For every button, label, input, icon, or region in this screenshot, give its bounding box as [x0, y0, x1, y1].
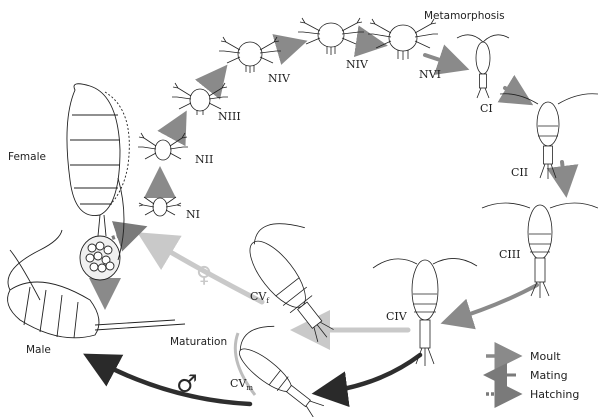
label-maturation: Maturation [170, 336, 227, 348]
copepodite-c1 [457, 35, 509, 98]
legend-hatching-label: Hatching [530, 388, 579, 401]
label-female: Female [8, 151, 46, 163]
label-c4: CIV [386, 310, 408, 323]
arrow-cvm-male [95, 360, 250, 404]
male-symbol: ♂ [176, 369, 198, 398]
moult-arrows [105, 42, 565, 320]
nauplius-n5 [298, 18, 364, 55]
nauplius-n4 [219, 37, 281, 73]
arrow-n6-c1 [425, 55, 458, 66]
copepodite-c5f [237, 207, 366, 347]
label-metamorphosis: Metamorphosis [424, 10, 505, 22]
legend-mating: Mating [492, 369, 568, 382]
label-c3: CIII [499, 248, 520, 261]
arrow-n4-n5 [282, 44, 296, 48]
label-n6: NVI [419, 68, 441, 81]
nauplius-n2 [138, 133, 188, 160]
label-n2: NII [195, 153, 213, 166]
arrow-n2-n3 [175, 121, 181, 132]
legend-hatching: Hatching [486, 388, 579, 401]
label-n4: NIV [268, 72, 291, 85]
female-symbol: ♀ [196, 263, 212, 288]
legend-moult: Moult [486, 350, 561, 363]
label-c1: CI [480, 102, 493, 115]
adult-female [67, 84, 129, 280]
label-n1: NI [186, 208, 200, 221]
label-n3: NIII [218, 110, 241, 123]
label-c2: CII [511, 166, 528, 179]
legend: Moult Mating Hatching [486, 350, 579, 401]
arrow-c2-c3 [562, 162, 565, 186]
nauplius-n1 [139, 197, 181, 216]
arrow-c3-c4 [452, 285, 537, 320]
label-c5f: CVf [250, 290, 270, 305]
arrow-n5-n6 [362, 42, 376, 44]
arrow-civ-cvm [325, 355, 420, 392]
label-male: Male [26, 344, 51, 356]
label-n5: NIV [346, 58, 369, 71]
legend-mating-label: Mating [530, 369, 568, 382]
legend-moult-label: Moult [530, 350, 561, 363]
arrow-n3-n4 [212, 74, 220, 84]
hatching-arrow [112, 230, 136, 238]
label-c5m: CVm [230, 377, 253, 392]
